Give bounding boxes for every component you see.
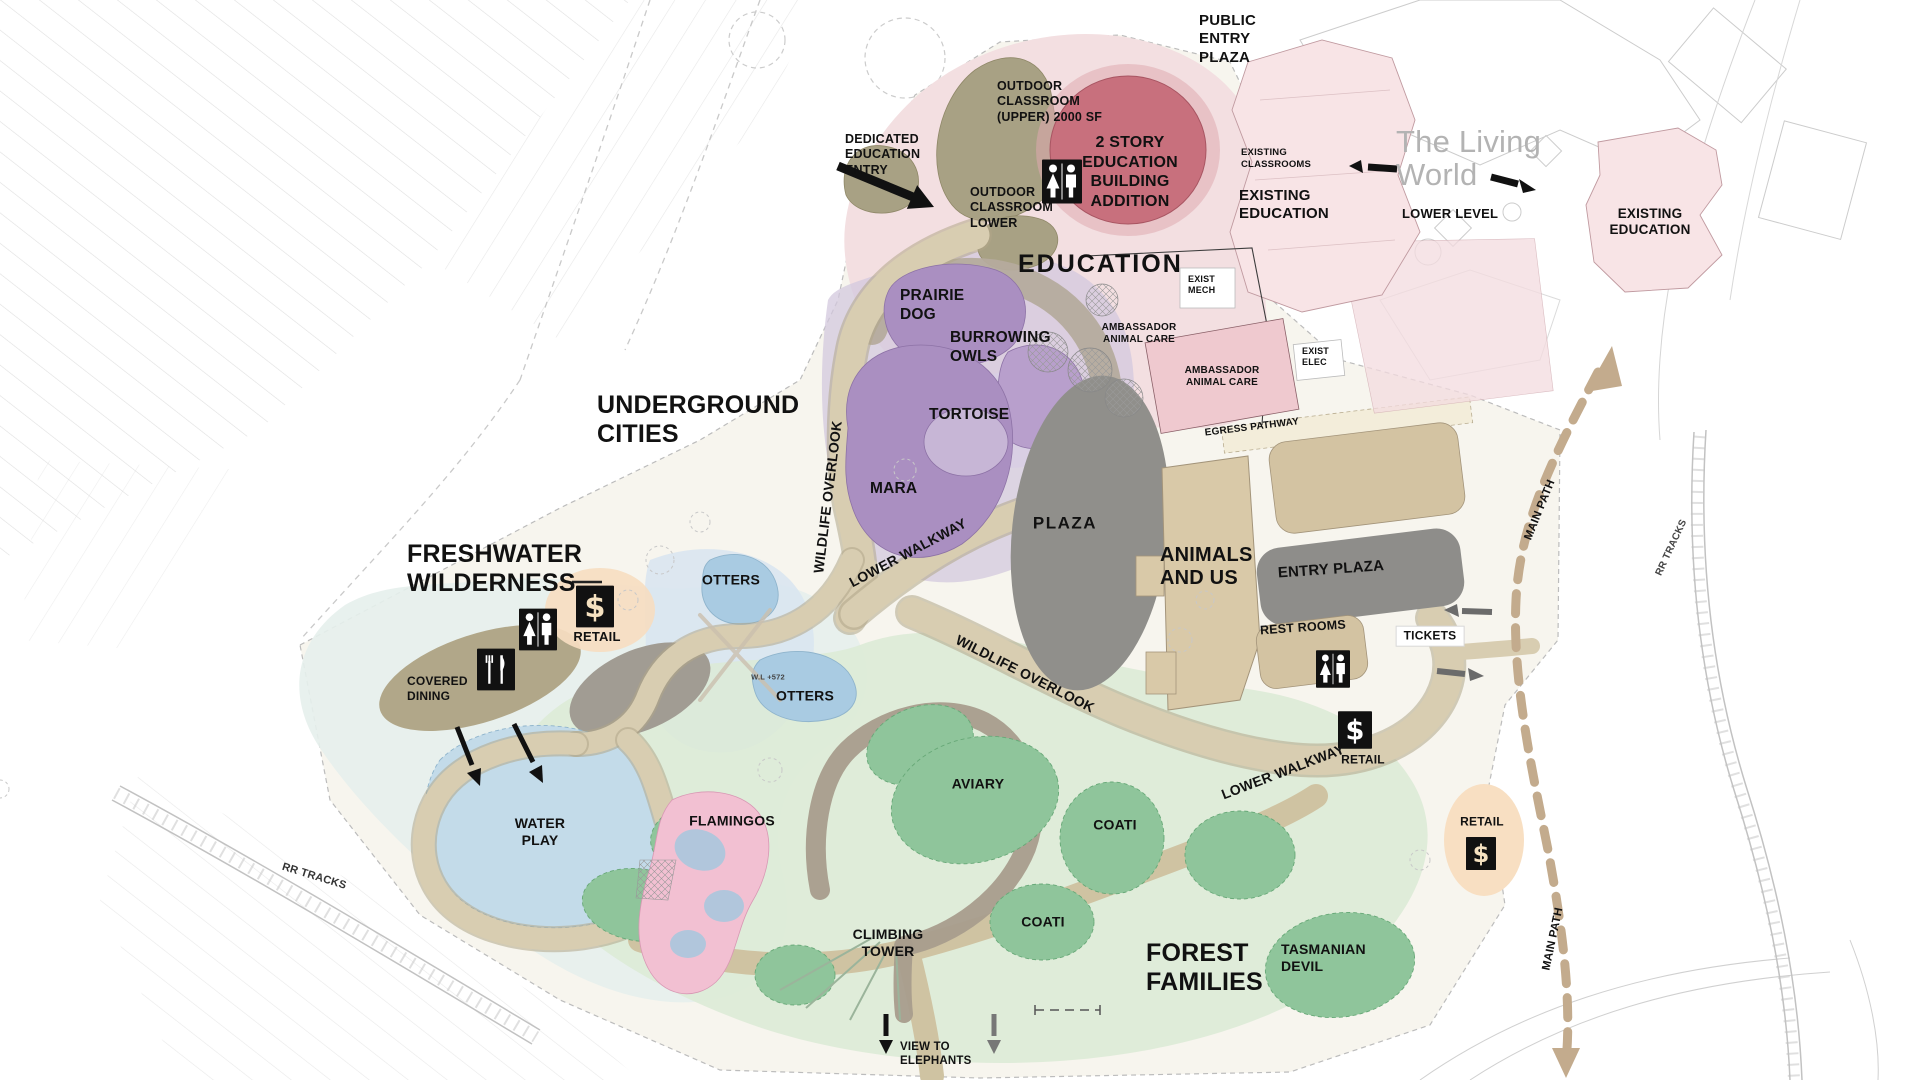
label-existing-education-left: EXISTING EDUCATION (1239, 187, 1329, 223)
rr-tracks-west-lines (111, 785, 541, 1045)
label-public-entry-plaza: PUBLIC ENTRY PLAZA (1199, 12, 1257, 66)
label-retail-freshwater: RETAIL (573, 629, 621, 645)
retail-dollar-icon: $ (1338, 710, 1372, 750)
label-outdoor-classroom-upper: OUTDOOR CLASSROOM (UPPER) 2000 SF (997, 79, 1103, 124)
label-otters-north: OTTERS (702, 571, 760, 588)
label-ambassador-animal-care-lower: AMBASSADOR ANIMAL CARE (1184, 365, 1260, 389)
label-lower-level: LOWER LEVEL (1402, 206, 1499, 221)
label-ambassador-animal-care-upper: AMBASSADOR ANIMAL CARE (1101, 322, 1177, 346)
climbing-tower-lines (779, 937, 901, 1021)
animals-and-us-buildings (1135, 396, 1474, 711)
label-the-living-world: The Living World (1396, 124, 1542, 193)
restroom-icon (1042, 159, 1082, 204)
restroom-icon (1316, 650, 1350, 688)
label-animals-and-us: ANIMALS AND US (1160, 544, 1253, 589)
label-existing-classrooms: EXISTING CLASSROOMS (1241, 147, 1312, 170)
label-tasmanian-devil: TASMANIAN DEVIL (1281, 941, 1366, 975)
label-coati-south: COATI (1021, 913, 1065, 930)
label-education-zone: EDUCATION (1018, 250, 1183, 278)
flamingos-shape (635, 791, 770, 995)
parking-lots (0, 0, 946, 1080)
restroom-icon (519, 608, 557, 651)
label-forest-families: FOREST FAMILIES (1146, 939, 1263, 996)
underground-cities-exhibits (845, 263, 1086, 558)
retail-dollar-icon: $ (1466, 836, 1496, 871)
label-retail-southeast: RETAIL (1460, 814, 1504, 829)
label-education-building-addition: 2 STORY EDUCATION BUILDING ADDITION (1082, 133, 1178, 210)
label-burrowing-owls: BURROWING OWLS (950, 329, 1051, 365)
label-aviary: AVIARY (951, 775, 1005, 792)
label-plaza: PLAZA (1032, 513, 1098, 533)
label-covered-dining: COVERED DINING (407, 674, 468, 703)
label-mara: MARA (870, 480, 918, 497)
label-view-to-elephants: VIEW TO ELEPHANTS (900, 1041, 972, 1068)
existing-education-buildings (1027, 39, 1723, 434)
tree-outlines (0, 458, 1431, 871)
label-freshwater-wilderness: FRESHWATER WILDERNESS (407, 540, 583, 597)
education-building-addition-shape (1036, 64, 1220, 236)
label-exist-elec: EXIST ELEC (1302, 346, 1330, 367)
label-tickets: TICKETS (1396, 626, 1464, 646)
svg-text:$: $ (584, 590, 605, 625)
label-underground-cities: UNDERGROUND CITIES (597, 391, 800, 448)
main-path-shape (1511, 346, 1622, 1078)
annotation-arrows (454, 160, 1536, 1054)
label-tortoise: TORTOISE (929, 406, 1010, 423)
svg-text:$: $ (1346, 715, 1365, 746)
label-flamingos: FLAMINGOS (689, 812, 775, 829)
label-water-play: WATER PLAY (514, 814, 566, 848)
dining-icon (477, 648, 515, 691)
label-outdoor-classroom-lower: OUTDOOR CLASSROOM LOWER (970, 185, 1054, 230)
label-exist-mech: EXIST MECH (1188, 274, 1216, 295)
plaza-shape (1010, 375, 1170, 691)
label-water-level: W.L +572 (751, 672, 785, 682)
svg-text:$: $ (1473, 840, 1490, 868)
label-dedicated-education-entry: DEDICATED EDUCATION ENTRY (845, 132, 921, 177)
label-otters-south: OTTERS (776, 687, 834, 704)
rr-tracks-east-lines (1690, 429, 1803, 1080)
label-climbing-tower: CLIMBING TOWER (852, 925, 924, 959)
label-prairie-dog: PRAIRIE DOG (900, 287, 965, 323)
label-existing-education-right: EXISTING EDUCATION (1609, 206, 1691, 238)
label-coati-north: COATI (1093, 816, 1137, 833)
retail-dollar-icon: $ (576, 585, 614, 628)
label-retail-walkway: RETAIL (1341, 752, 1385, 767)
